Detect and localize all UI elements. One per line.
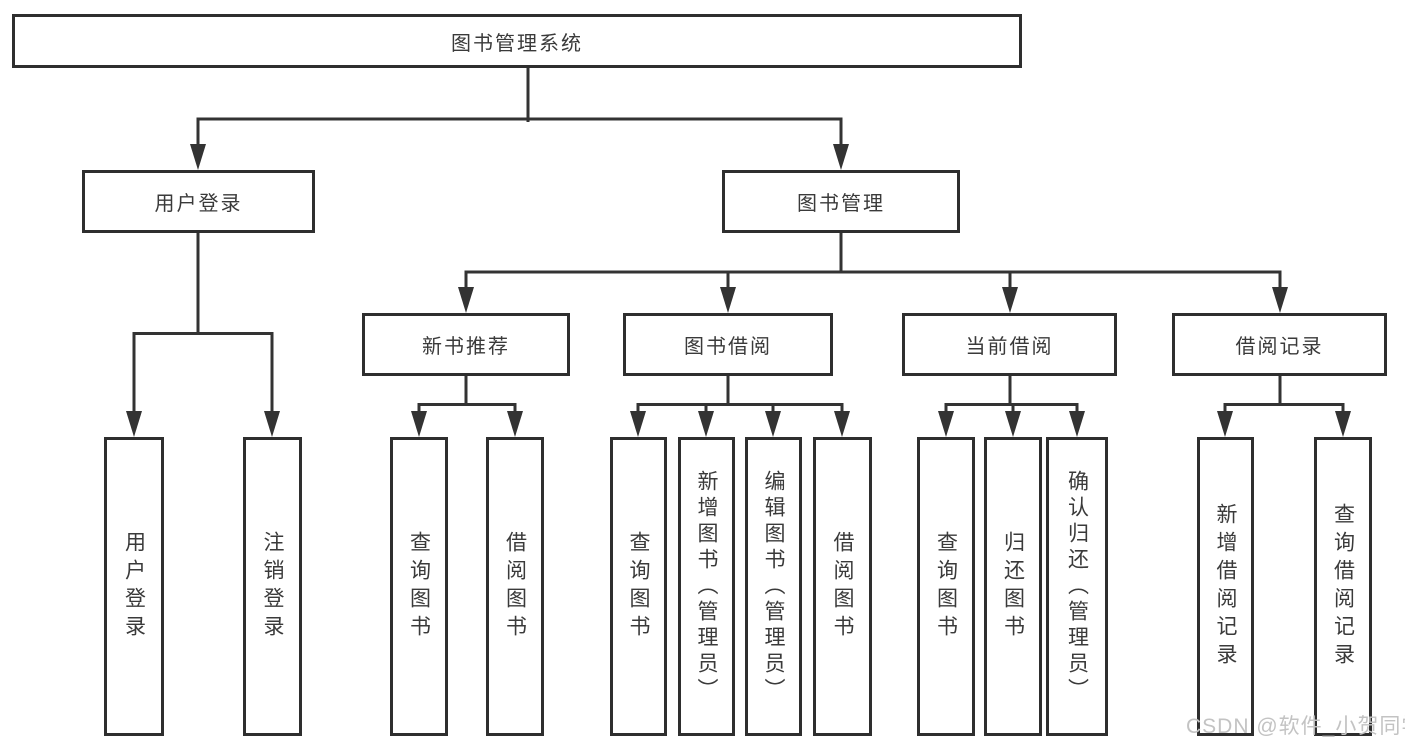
leaf-query-books-3: 查询图书 bbox=[917, 437, 975, 736]
leaf-confirm-return-admin: 确认归还（管理员） bbox=[1046, 437, 1108, 736]
leaf-query-borrow-record: 查询借阅记录 bbox=[1314, 437, 1372, 736]
leaf-borrow-books-1: 借阅图书 bbox=[486, 437, 544, 736]
leaf-query-books-2: 查询图书 bbox=[610, 437, 667, 736]
node-root-library-system: 图书管理系统 bbox=[12, 14, 1022, 68]
leaf-borrow-books-2: 借阅图书 bbox=[813, 437, 872, 736]
node-book-management: 图书管理 bbox=[722, 170, 960, 233]
leaf-return-book: 归还图书 bbox=[984, 437, 1042, 736]
leaf-add-borrow-record: 新增借阅记录 bbox=[1197, 437, 1254, 736]
csdn-watermark: CSDN @软件_小贺同学 bbox=[1186, 715, 1405, 738]
node-book-borrow: 图书借阅 bbox=[623, 313, 833, 376]
leaf-logout: 注销登录 bbox=[243, 437, 302, 736]
node-new-book-recommend: 新书推荐 bbox=[362, 313, 570, 376]
leaf-edit-book-admin: 编辑图书（管理员） bbox=[745, 437, 802, 736]
leaf-add-book-admin: 新增图书（管理员） bbox=[678, 437, 735, 736]
node-user-login: 用户登录 bbox=[82, 170, 315, 233]
node-current-borrow: 当前借阅 bbox=[902, 313, 1117, 376]
leaf-query-books-1: 查询图书 bbox=[390, 437, 448, 736]
leaf-user-login: 用户登录 bbox=[104, 437, 164, 736]
node-borrow-records: 借阅记录 bbox=[1172, 313, 1387, 376]
